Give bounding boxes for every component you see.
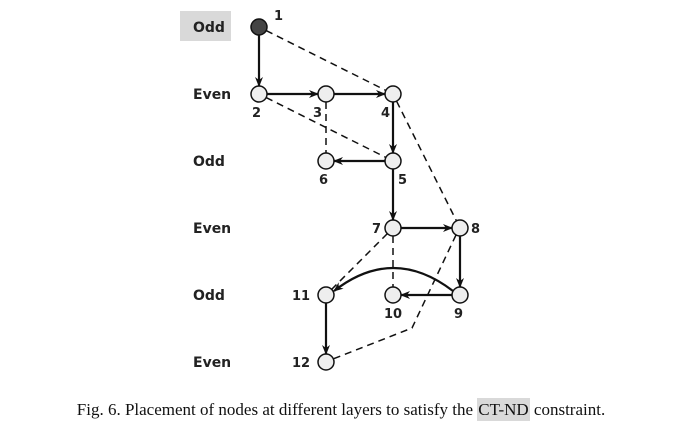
node-label-2: 2: [252, 106, 261, 121]
node-label-10: 10: [384, 307, 402, 322]
figure-caption: Fig. 6. Placement of nodes at different …: [0, 398, 682, 421]
node-5: [384, 152, 402, 170]
node-label-1: 1: [274, 9, 283, 24]
node-8: [451, 219, 469, 237]
node-label-9: 9: [454, 307, 463, 322]
edge-4-8: [395, 100, 458, 222]
node-label-5: 5: [398, 173, 407, 188]
node-3: [317, 85, 335, 103]
node-label-12: 12: [292, 356, 310, 371]
node-label-7: 7: [372, 222, 381, 237]
node-4: [384, 85, 402, 103]
layer-label: Even: [193, 355, 231, 371]
node-12: [317, 353, 335, 371]
edge-7-11: [331, 233, 388, 290]
node-9: [451, 286, 469, 304]
layer-label: Even: [193, 87, 231, 103]
node-label-6: 6: [319, 173, 328, 188]
layer-label: Odd: [193, 154, 225, 170]
node-2: [250, 85, 268, 103]
edge-9-11: [333, 266, 454, 292]
node-label-8: 8: [471, 222, 480, 237]
node-1: [250, 18, 268, 36]
node-6: [317, 152, 335, 170]
node-label-4: 4: [381, 106, 390, 121]
node-label-3: 3: [313, 106, 322, 121]
caption-highlight: CT-ND: [477, 398, 530, 421]
node-11: [317, 286, 335, 304]
node-10: [384, 286, 402, 304]
node-7: [384, 219, 402, 237]
layer-label: Odd: [193, 20, 225, 36]
node-label-11: 11: [292, 289, 310, 304]
layer-label: Odd: [193, 288, 225, 304]
caption-prefix: Fig. 6. Placement of nodes at different …: [76, 400, 478, 419]
caption-suffix: constraint.: [529, 400, 606, 419]
layer-label: Even: [193, 221, 231, 237]
edge-1-4: [265, 29, 387, 92]
layer-label-highlight: [180, 11, 231, 41]
edge-8-12: [332, 234, 457, 360]
